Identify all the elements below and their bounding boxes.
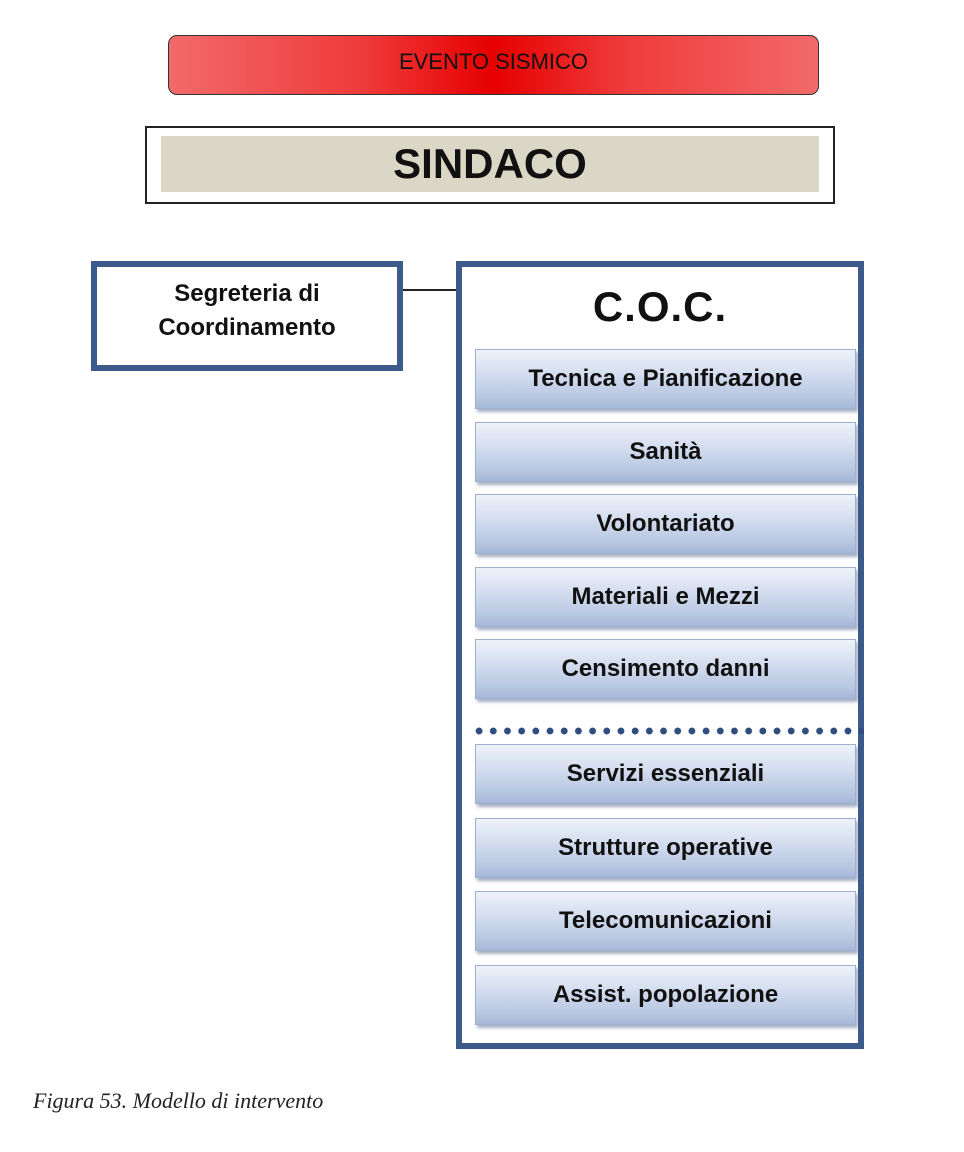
coc-title: C.O.C.	[592, 283, 728, 330]
function-label: Materiali e Mezzi	[571, 583, 760, 610]
dotted-divider	[472, 727, 864, 735]
segreteria-line1: Segreteria di	[174, 280, 320, 307]
sindaco-label: SINDACO	[393, 140, 587, 187]
function-label: Strutture operative	[558, 834, 773, 861]
function-box: Sanità	[475, 422, 856, 482]
function-box: Tecnica e Pianificazione	[475, 349, 856, 409]
function-label: Tecnica e Pianificazione	[528, 365, 803, 392]
evento-sismico-label: EVENTO SISMICO	[398, 49, 589, 74]
function-box: Telecomunicazioni	[475, 891, 856, 951]
function-box: Materiali e Mezzi	[475, 567, 856, 627]
figure-caption: Figura 53. Modello di intervento	[33, 1088, 324, 1113]
sindaco-inner: SINDACO	[161, 136, 819, 192]
function-label: Sanità	[629, 438, 702, 465]
function-box: Volontariato	[475, 494, 856, 554]
function-label: Assist. popolazione	[552, 981, 779, 1008]
function-box: Servizi essenziali	[475, 744, 856, 804]
segreteria-box: Segreteria di Coordinamento	[91, 261, 403, 371]
function-label: Telecomunicazioni	[559, 907, 772, 934]
function-box: Strutture operative	[475, 818, 856, 878]
function-label: Volontariato	[596, 510, 735, 537]
function-box: Censimento danni	[475, 639, 856, 699]
function-label: Censimento danni	[561, 655, 770, 682]
sindaco-box: SINDACO	[145, 126, 835, 204]
function-label: Servizi essenziali	[566, 760, 765, 787]
evento-sismico-box: EVENTO SISMICO	[168, 35, 819, 95]
segreteria-label: Segreteria di Coordinamento	[158, 277, 335, 345]
function-box: Assist. popolazione	[475, 965, 856, 1025]
coc-box: C.O.C. Tecnica e Pianificazione Sanità V…	[456, 261, 864, 1049]
connector-line	[403, 289, 456, 291]
segreteria-line2: Coordinamento	[158, 314, 336, 341]
